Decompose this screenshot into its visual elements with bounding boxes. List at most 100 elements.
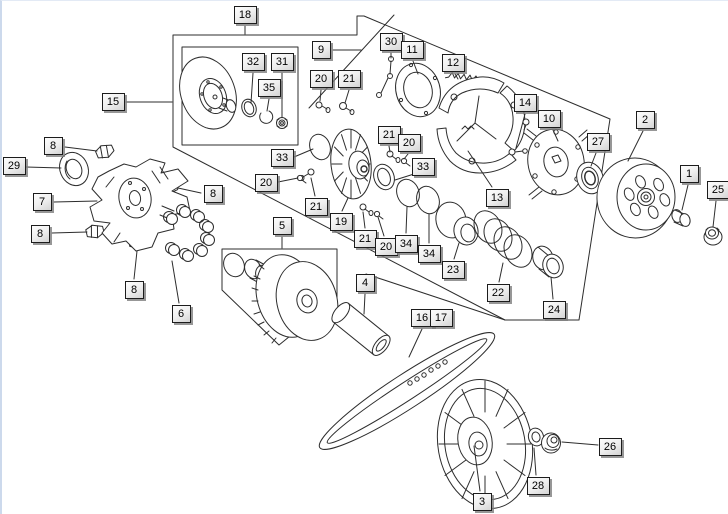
part-label-8[interactable]: 8 <box>203 185 223 203</box>
leader-line-16 <box>408 328 423 358</box>
part-28-washer <box>527 427 545 447</box>
leader-line-2 <box>627 130 644 162</box>
part-label-32[interactable]: 32 <box>241 53 265 71</box>
leader-line-24 <box>550 276 554 300</box>
leader-line-8 <box>64 146 98 152</box>
group-box-9-left-edge <box>308 14 395 109</box>
leader-line-14 <box>515 113 526 149</box>
part-20-screw-mid-left <box>296 174 307 184</box>
part-3-fan-pulley-half <box>436 378 534 510</box>
part-27-bearing-seal <box>576 161 604 195</box>
part-label-2[interactable]: 2 <box>635 111 655 129</box>
part-label-1[interactable]: 1 <box>679 165 699 183</box>
leader-line-28 <box>533 447 537 476</box>
part-25-flange-nut <box>703 226 723 246</box>
part-4-spacer-tube <box>331 302 391 356</box>
part-label-34[interactable]: 34 <box>417 245 441 263</box>
part-label-10[interactable]: 10 <box>537 110 561 128</box>
leader-line-8 <box>133 250 138 280</box>
part-label-17[interactable]: 17 <box>429 309 453 327</box>
part-12-expansion-spring <box>444 72 483 81</box>
part-label-12[interactable]: 12 <box>441 54 465 72</box>
part-14-bolts <box>508 118 530 156</box>
part-20-screw-d <box>373 210 384 220</box>
part-33-oil-seal <box>373 163 395 191</box>
leader-line-21 <box>310 177 316 197</box>
leader-line-34 <box>405 206 408 234</box>
leader-line-1 <box>681 184 689 211</box>
leader-line-13 <box>467 150 493 188</box>
leader-line-10 <box>552 129 559 142</box>
part-label-8[interactable]: 8 <box>30 225 50 243</box>
part-label-14[interactable]: 14 <box>513 94 537 112</box>
part-label-20[interactable]: 20 <box>309 70 333 88</box>
part-label-5[interactable]: 5 <box>272 217 292 235</box>
leader-line-27 <box>590 152 597 167</box>
leader-line-8 <box>51 231 88 234</box>
part-label-6[interactable]: 6 <box>171 305 191 323</box>
part-label-21[interactable]: 21 <box>304 198 328 216</box>
part-5-movable-pulley-group <box>223 252 339 344</box>
leader-line-25 <box>712 200 717 228</box>
leader-line-21 <box>388 145 391 153</box>
part-34-o-ring-b <box>416 185 440 215</box>
part-2-clutch-bell <box>596 157 676 239</box>
part-label-9[interactable]: 9 <box>311 41 331 59</box>
part-21-bolt-top <box>339 102 355 115</box>
part-label-34[interactable]: 34 <box>394 235 418 253</box>
part-label-25[interactable]: 25 <box>706 181 728 199</box>
part-21-bolt-d <box>359 203 374 216</box>
part-label-22[interactable]: 22 <box>486 284 510 302</box>
part-label-18[interactable]: 18 <box>233 6 257 24</box>
part-label-29[interactable]: 29 <box>2 157 26 175</box>
part-label-27[interactable]: 27 <box>586 133 610 151</box>
leader-line-33 <box>293 148 314 158</box>
leader-line-33 <box>394 173 415 181</box>
part-label-4[interactable]: 4 <box>355 274 375 292</box>
part-19-driven-pulley-half <box>330 128 372 200</box>
leader-line-35 <box>266 98 270 112</box>
leader-line-8 <box>177 187 202 194</box>
part-35-circlip <box>259 110 274 124</box>
part-label-33[interactable]: 33 <box>411 158 435 176</box>
part-label-3[interactable]: 3 <box>472 493 492 511</box>
leader-line-20 <box>403 153 409 160</box>
part-label-20[interactable]: 20 <box>254 174 278 192</box>
part-label-21[interactable]: 21 <box>353 230 377 248</box>
leader-lines <box>25 25 717 492</box>
part-label-8[interactable]: 8 <box>124 281 144 299</box>
part-label-15[interactable]: 15 <box>101 93 125 111</box>
part-32-bushing <box>241 98 257 118</box>
part-label-33[interactable]: 33 <box>270 149 294 167</box>
part-15-half-pulley-disc <box>179 56 237 130</box>
part-label-26[interactable]: 26 <box>598 438 622 456</box>
part-16-17-drive-belt <box>318 332 496 450</box>
leader-line-12 <box>454 73 459 80</box>
part-label-21[interactable]: 21 <box>337 70 361 88</box>
part-label-11[interactable]: 11 <box>400 41 424 59</box>
part-label-19[interactable]: 19 <box>329 213 353 231</box>
part-label-20[interactable]: 20 <box>397 134 421 152</box>
part-label-35[interactable]: 35 <box>257 79 281 97</box>
leader-line-20 <box>319 89 322 102</box>
part-11-gasket-ring <box>395 62 441 118</box>
group-box-18-9 <box>172 15 611 321</box>
part-label-16[interactable]: 16 <box>410 309 434 327</box>
part-label-28[interactable]: 28 <box>526 477 550 495</box>
part-label-7[interactable]: 7 <box>32 193 52 211</box>
part-24-bushing <box>532 245 564 279</box>
part-8-slider-a <box>95 144 115 159</box>
leader-line-19 <box>341 197 349 212</box>
leader-line-22 <box>498 262 504 283</box>
part-21-bolt-c <box>386 150 401 163</box>
part-label-13[interactable]: 13 <box>485 189 509 207</box>
part-label-31[interactable]: 31 <box>270 53 294 71</box>
part-label-23[interactable]: 23 <box>441 261 465 279</box>
part-label-8[interactable]: 8 <box>43 137 63 155</box>
leader-line-20 <box>377 216 385 237</box>
leader-line-32 <box>250 72 254 104</box>
part-label-24[interactable]: 24 <box>542 301 566 319</box>
part-label-30[interactable]: 30 <box>379 33 403 51</box>
